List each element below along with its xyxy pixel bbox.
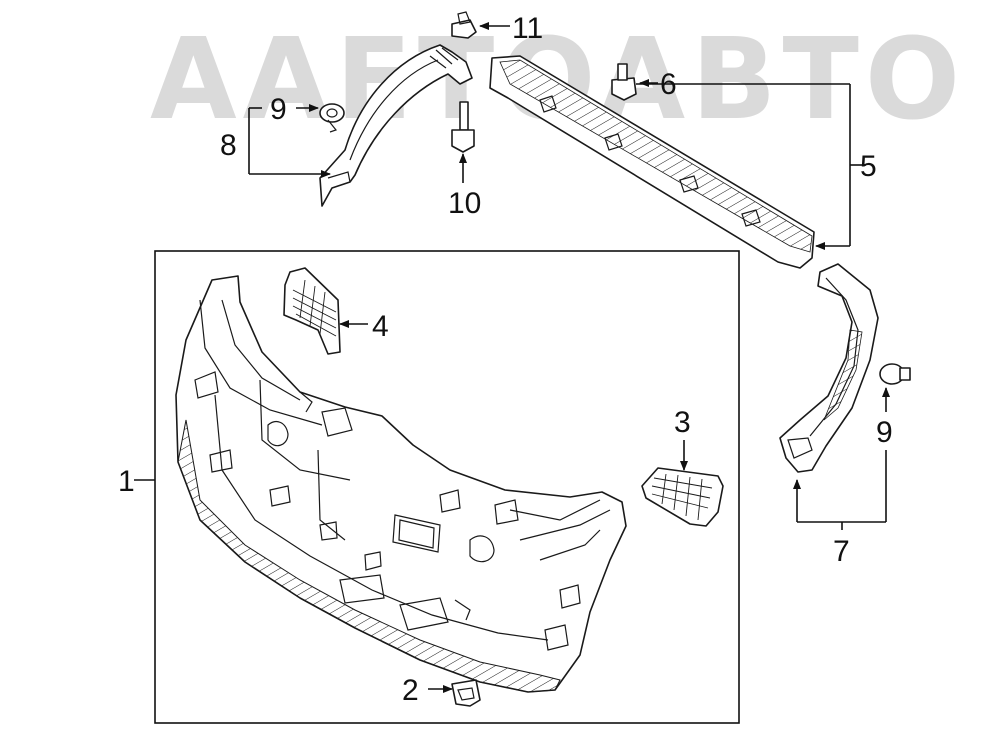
callout-6: 6: [660, 68, 677, 101]
clip-fastener-11: [451, 11, 477, 39]
side-grille-cover: [641, 467, 724, 527]
grommet-9-upper: [319, 103, 345, 133]
callout-8: 8: [220, 129, 237, 162]
bolt-fastener-10: [451, 101, 475, 153]
panel-frame: [154, 250, 740, 724]
callout-10: 10: [448, 187, 481, 220]
tailgate-trim-panel: [175, 275, 627, 693]
left-pillar-trim: [319, 44, 473, 207]
upper-grille-cover: [283, 267, 341, 355]
clip-fastener-6: [611, 63, 637, 101]
header-trim: [489, 55, 815, 269]
grommet-9-right: [879, 363, 911, 385]
leader-lines: [134, 22, 890, 693]
callout-3: 3: [674, 406, 691, 439]
callout-9-upper: 9: [270, 93, 287, 126]
callout-9-right: 9: [876, 416, 893, 449]
callout-2: 2: [402, 674, 419, 707]
clip-fastener-2: [451, 679, 481, 707]
callout-4: 4: [372, 310, 389, 343]
callout-7: 7: [833, 535, 850, 568]
right-pillar-trim: [779, 263, 879, 473]
callout-5: 5: [860, 150, 877, 183]
callout-11: 11: [512, 12, 543, 45]
callout-1: 1: [118, 465, 135, 498]
